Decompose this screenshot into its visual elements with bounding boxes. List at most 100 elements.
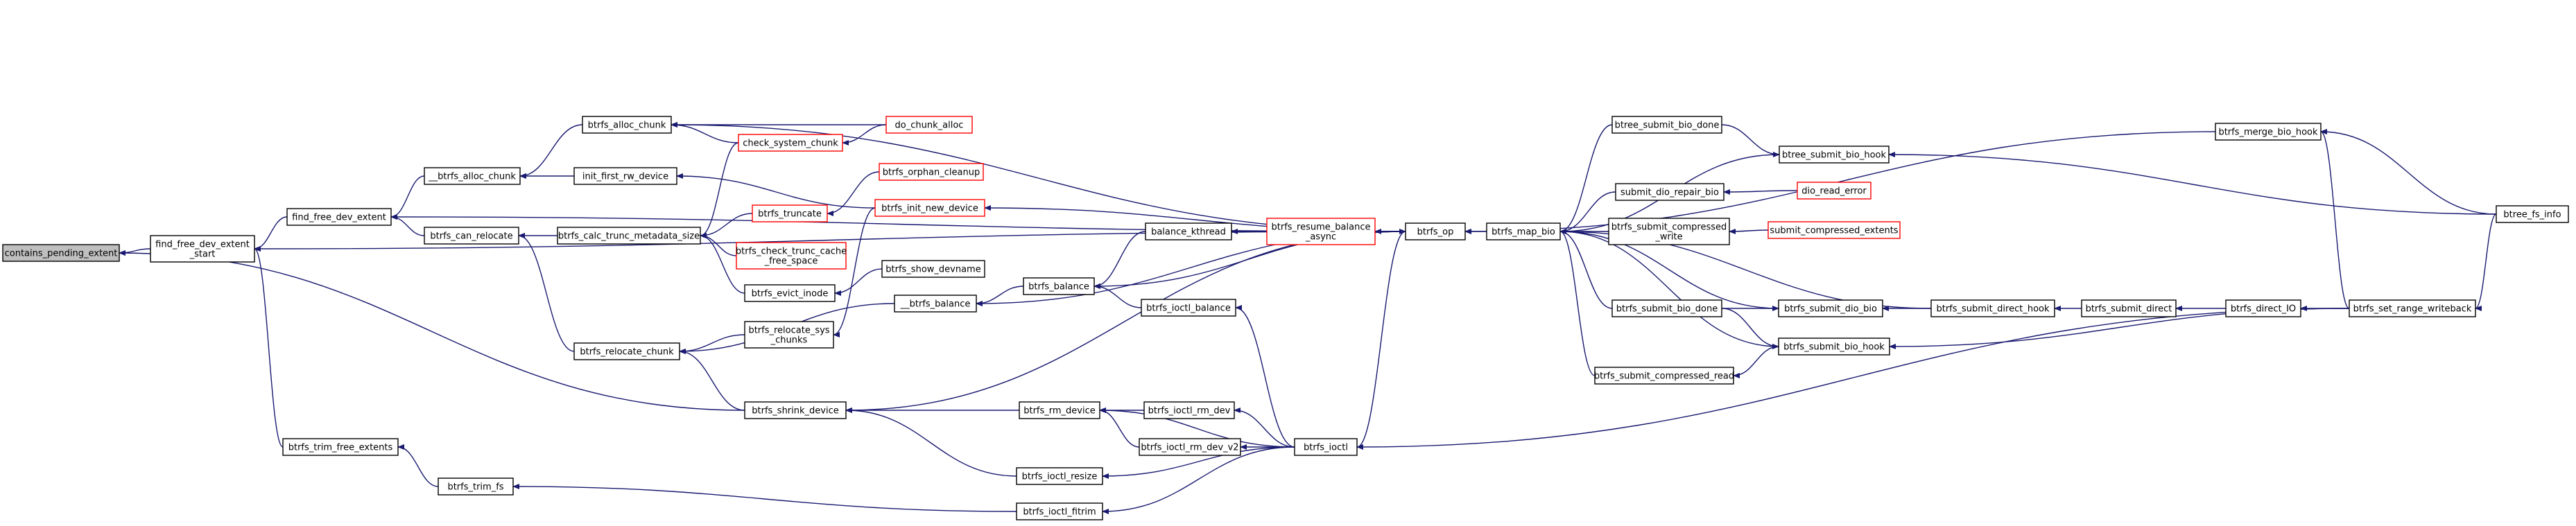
node-btrfs-init-new-device[interactable]: btrfs_init_new_device [874, 199, 985, 217]
node-btrfs-show-devname[interactable]: btrfs_show_devname [881, 260, 985, 278]
node-do-chunk-alloc[interactable]: do_chunk_alloc [885, 116, 973, 134]
node-label: btrfs_show_devname [885, 265, 980, 275]
node---btrfs-alloc-chunk[interactable]: __btrfs_alloc_chunk [424, 167, 521, 185]
node-btrfs-calc-trunc-metadata-size[interactable]: btrfs_calc_trunc_metadata_size [557, 227, 701, 245]
edge-btrfs-show-devname-to-btrfs-evict-inode [834, 268, 883, 296]
node-btrfs-submit-direct[interactable]: btrfs_submit_direct [2081, 299, 2177, 317]
node-btrfs-orphan-cleanup[interactable]: btrfs_orphan_cleanup [879, 163, 984, 181]
node-btrfs-can-relocate[interactable]: btrfs_can_relocate [424, 227, 519, 245]
edge-btrfs-init-new-device-to-btrfs-relocate-sys-chunks [833, 207, 876, 337]
edge-btrfs-balance-to---btrfs-balance [976, 286, 1024, 306]
edge-btrfs-orphan-cleanup-to-btrfs-truncate [827, 171, 880, 216]
node-label: _write [1654, 232, 1682, 243]
node-btrfs-check-trunc-cache-free-space[interactable]: btrfs_check_trunc_cache_free_space [736, 242, 847, 270]
node-box [881, 260, 985, 278]
node-box [874, 199, 985, 217]
edge [390, 214, 1406, 232]
node-btrfs-set-range-writeback[interactable]: btrfs_set_range_writeback [2349, 299, 2476, 317]
node-box [282, 438, 399, 456]
node-btree-fs-info[interactable]: btree_fs_info [2496, 205, 2569, 223]
node-label: do_chunk_alloc [895, 121, 964, 131]
edge-btrfs-shrink-device-to-contains-pending-extent [119, 250, 745, 411]
node-btrfs-ioctl[interactable]: btrfs_ioctl [1294, 438, 1358, 456]
node-box [744, 284, 836, 302]
edge-btrfs-evict-inode-to-btrfs-calc-trunc-metadata-size [700, 233, 745, 294]
node-box [1615, 183, 1724, 201]
node-label: btrfs_submit_compressed [1611, 222, 1727, 233]
node-btrfs-evict-inode[interactable]: btrfs_evict_inode [744, 284, 836, 302]
node-btrfs-truncate[interactable]: btrfs_truncate [752, 204, 828, 222]
node-contains-pending-extent[interactable]: contains_pending_extent [2, 244, 120, 262]
node-btrfs-submit-direct-hook[interactable]: btrfs_submit_direct_hook [1930, 299, 2055, 317]
edge-btree-submit-bio-done-to-btrfs-map-bio [1559, 124, 1613, 234]
node-init-first-rw-device[interactable]: init_first_rw_device [573, 167, 677, 185]
node-box [438, 477, 514, 496]
node-btrfs-resume-balance-async[interactable]: btrfs_resume_balance_async [1266, 218, 1376, 245]
node-btrfs-submit-compressed-write[interactable]: btrfs_submit_compressed_write [1608, 218, 1730, 245]
edge [1356, 229, 1406, 448]
node-box [1266, 218, 1376, 245]
node-btrfs-merge-bio-hook[interactable]: btrfs_merge_bio_hook [2215, 123, 2322, 141]
node-check-system-chunk[interactable]: check_system_chunk [738, 134, 843, 152]
node-btrfs-relocate-sys-chunks[interactable]: btrfs_relocate_sys_chunks [744, 321, 834, 349]
node-label: btrfs_ioctl_balance [1146, 304, 1231, 314]
node-btrfs-shrink-device[interactable]: btrfs_shrink_device [744, 401, 847, 419]
node-btrfs-ioctl-rm-dev[interactable]: btrfs_ioctl_rm_dev [1143, 401, 1235, 419]
node-btrfs-trim-fs[interactable]: btrfs_trim_fs [438, 477, 514, 496]
edge [397, 444, 439, 487]
node-btrfs-trim-free-extents[interactable]: btrfs_trim_free_extents [282, 438, 399, 456]
node-box [2, 244, 120, 262]
node-btrfs-alloc-chunk[interactable]: btrfs_alloc_chunk [582, 116, 672, 134]
node-submit-dio-repair-bio[interactable]: submit_dio_repair_bio [1615, 183, 1724, 201]
node-label: __btrfs_alloc_chunk [428, 172, 516, 182]
node-submit-compressed-extents[interactable]: submit_compressed_extents [1767, 221, 1901, 239]
node-btrfs-submit-dio-bio[interactable]: btrfs_submit_dio_bio [1778, 299, 1883, 317]
edge-btrfs-submit-dio-bio-to-btrfs-map-bio [1559, 229, 1779, 309]
node-box [1779, 146, 1890, 164]
node-label: btrfs_alloc_chunk [588, 121, 666, 131]
node-label: check_system_chunk [743, 139, 838, 149]
node-btrfs-submit-compressed-read[interactable]: btrfs_submit_compressed_read [1594, 367, 1734, 385]
node-btrfs-op[interactable]: btrfs_op [1405, 222, 1466, 240]
node-btrfs-ioctl-rm-dev-v2[interactable]: btrfs_ioctl_rm_dev_v2 [1139, 438, 1241, 456]
node-box [1145, 222, 1232, 240]
node-btrfs-ioctl-balance[interactable]: btrfs_ioctl_balance [1141, 299, 1236, 317]
node-find-free-dev-extent[interactable]: find_free_dev_extent [286, 208, 392, 226]
edge-btrfs-ioctl-to-btrfs-ioctl-fitrim [1102, 446, 1295, 514]
node-find-free-dev-extent-start[interactable]: find_free_dev_extent_start [150, 235, 255, 263]
node-btree-submit-bio-hook[interactable]: btree_submit_bio_hook [1779, 146, 1890, 164]
node-dio-read-error[interactable]: dio_read_error [1797, 182, 1872, 200]
node-btrfs-rm-device[interactable]: btrfs_rm_device [1019, 401, 1100, 419]
node-btrfs-ioctl-resize[interactable]: btrfs_ioctl_resize [1016, 467, 1103, 485]
node-btrfs-direct-IO[interactable]: btrfs_direct_IO [2225, 299, 2301, 317]
node-box [1797, 182, 1872, 200]
edge [1093, 283, 1142, 308]
edge-btrfs-ioctl-balance-to-btrfs-balance [1093, 283, 1142, 308]
edge [833, 207, 876, 337]
node---btrfs-balance[interactable]: __btrfs_balance [894, 295, 977, 313]
node-btrfs-ioctl-fitrim[interactable]: btrfs_ioctl_fitrim [1016, 502, 1103, 520]
node-label: btrfs_shrink_device [752, 406, 838, 417]
node-box [1143, 401, 1235, 419]
node-btrfs-submit-bio-hook[interactable]: btrfs_submit_bio_hook [1778, 337, 1890, 356]
node-box [1294, 438, 1358, 456]
node-box [557, 227, 701, 245]
node-balance-kthread[interactable]: balance_kthread [1145, 222, 1232, 240]
edge-find-free-dev-extent-start-to-contains-pending-extent [119, 248, 151, 256]
node-btrfs-map-bio[interactable]: btrfs_map_bio [1486, 222, 1561, 240]
edge-btrfs-trim-fs-to-btrfs-trim-free-extents [397, 444, 439, 487]
node-box [879, 163, 984, 181]
edge [512, 484, 1017, 512]
node-box [1930, 299, 2055, 317]
node-btrfs-relocate-chunk[interactable]: btrfs_relocate_chunk [573, 342, 680, 360]
edge [1559, 229, 1613, 309]
node-btree-submit-bio-done[interactable]: btree_submit_bio_done [1611, 116, 1722, 134]
edge-btrfs-op-to-find-free-dev-extent [390, 214, 1406, 232]
edge [1729, 228, 1769, 234]
node-label: btrfs_balance [1028, 282, 1089, 292]
node-box [1016, 502, 1103, 520]
node-box [1141, 299, 1236, 317]
node-btrfs-balance[interactable]: btrfs_balance [1023, 277, 1095, 295]
edge [700, 213, 753, 238]
node-btrfs-submit-bio-done[interactable]: btrfs_submit_bio_done [1611, 299, 1722, 317]
